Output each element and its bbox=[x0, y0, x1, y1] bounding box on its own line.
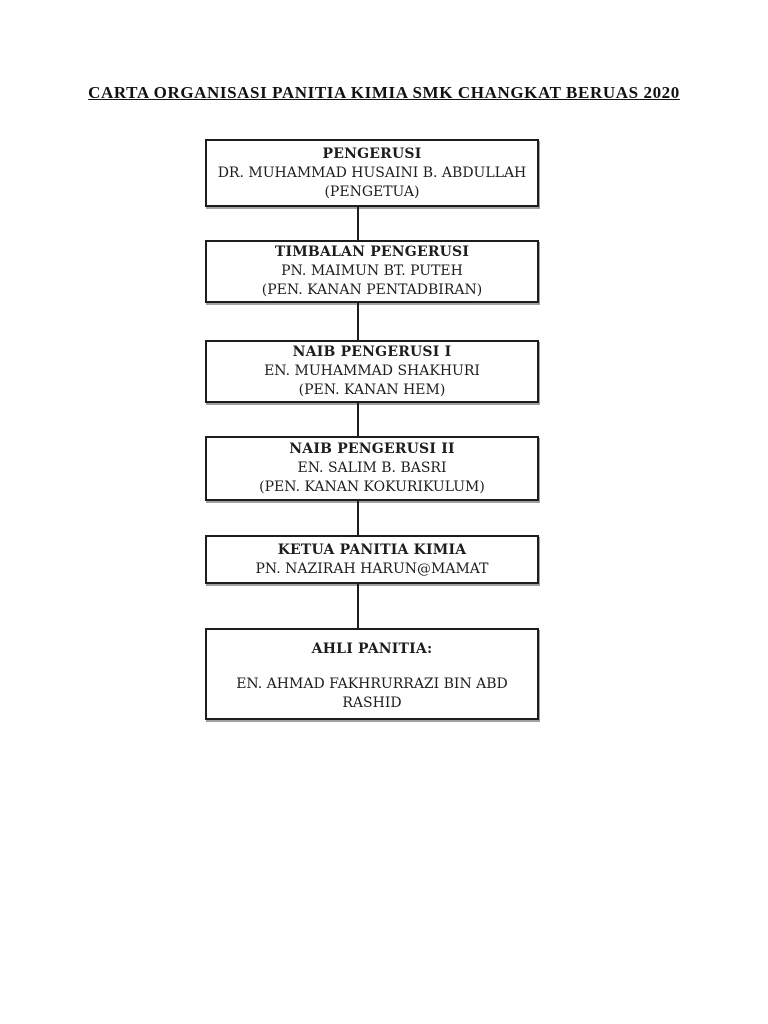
connector-line bbox=[357, 582, 359, 630]
org-box-person: DR. MUHAMMAD HUSAINI B. ABDULLAH bbox=[217, 164, 527, 181]
org-box-timbalan-pengerusi: TIMBALAN PENGERUSI PN. MAIMUN BT. PUTEH … bbox=[205, 240, 539, 303]
org-box-role: NAIB PENGERUSI II bbox=[289, 441, 455, 457]
org-box-person: EN. SALIM B. BASRI bbox=[297, 460, 447, 476]
org-box-naib-pengerusi-2: NAIB PENGERUSI II EN. SALIM B. BASRI (PE… bbox=[205, 436, 539, 501]
connector-line bbox=[357, 499, 359, 537]
connector-line bbox=[357, 401, 359, 438]
org-box-role: TIMBALAN PENGERUSI bbox=[274, 244, 470, 260]
org-box-person: PN. MAIMUN BT. PUTEH bbox=[281, 263, 463, 279]
org-box-position: (PEN. KANAN KOKURIKULUM) bbox=[259, 479, 485, 495]
org-box-position: (PEN. KANAN HEM) bbox=[298, 382, 446, 398]
org-box-position: (PEN. KANAN PENTADBIRAN) bbox=[261, 282, 483, 298]
org-box-role: KETUA PANITIA KIMIA bbox=[277, 541, 467, 558]
org-box-position: (PENGETUA) bbox=[324, 183, 420, 200]
org-box-role: NAIB PENGERUSI I bbox=[292, 344, 452, 360]
org-box-person: EN. AHMAD FAKHRURRAZI BIN ABD RASHID bbox=[236, 676, 508, 711]
org-box-person: PN. NAZIRAH HARUN@MAMAT bbox=[255, 560, 489, 577]
connector-line bbox=[357, 205, 359, 242]
org-box-person: EN. MUHAMMAD SHAKHURI bbox=[264, 363, 480, 379]
connector-line bbox=[357, 301, 359, 342]
org-box-role: PENGERUSI bbox=[322, 145, 422, 162]
org-box-role: AHLI PANITIA: bbox=[311, 641, 433, 657]
page-title: CARTA ORGANISASI PANITIA KIMIA SMK CHANG… bbox=[88, 83, 680, 102]
org-box-ahli-panitia: AHLI PANITIA: EN. AHMAD FAKHRURRAZI BIN … bbox=[205, 628, 539, 720]
org-box-ketua-panitia: KETUA PANITIA KIMIA PN. NAZIRAH HARUN@MA… bbox=[205, 535, 539, 584]
org-box-naib-pengerusi-1: NAIB PENGERUSI I EN. MUHAMMAD SHAKHURI (… bbox=[205, 340, 539, 403]
org-box-pengerusi: PENGERUSI DR. MUHAMMAD HUSAINI B. ABDULL… bbox=[205, 139, 539, 207]
